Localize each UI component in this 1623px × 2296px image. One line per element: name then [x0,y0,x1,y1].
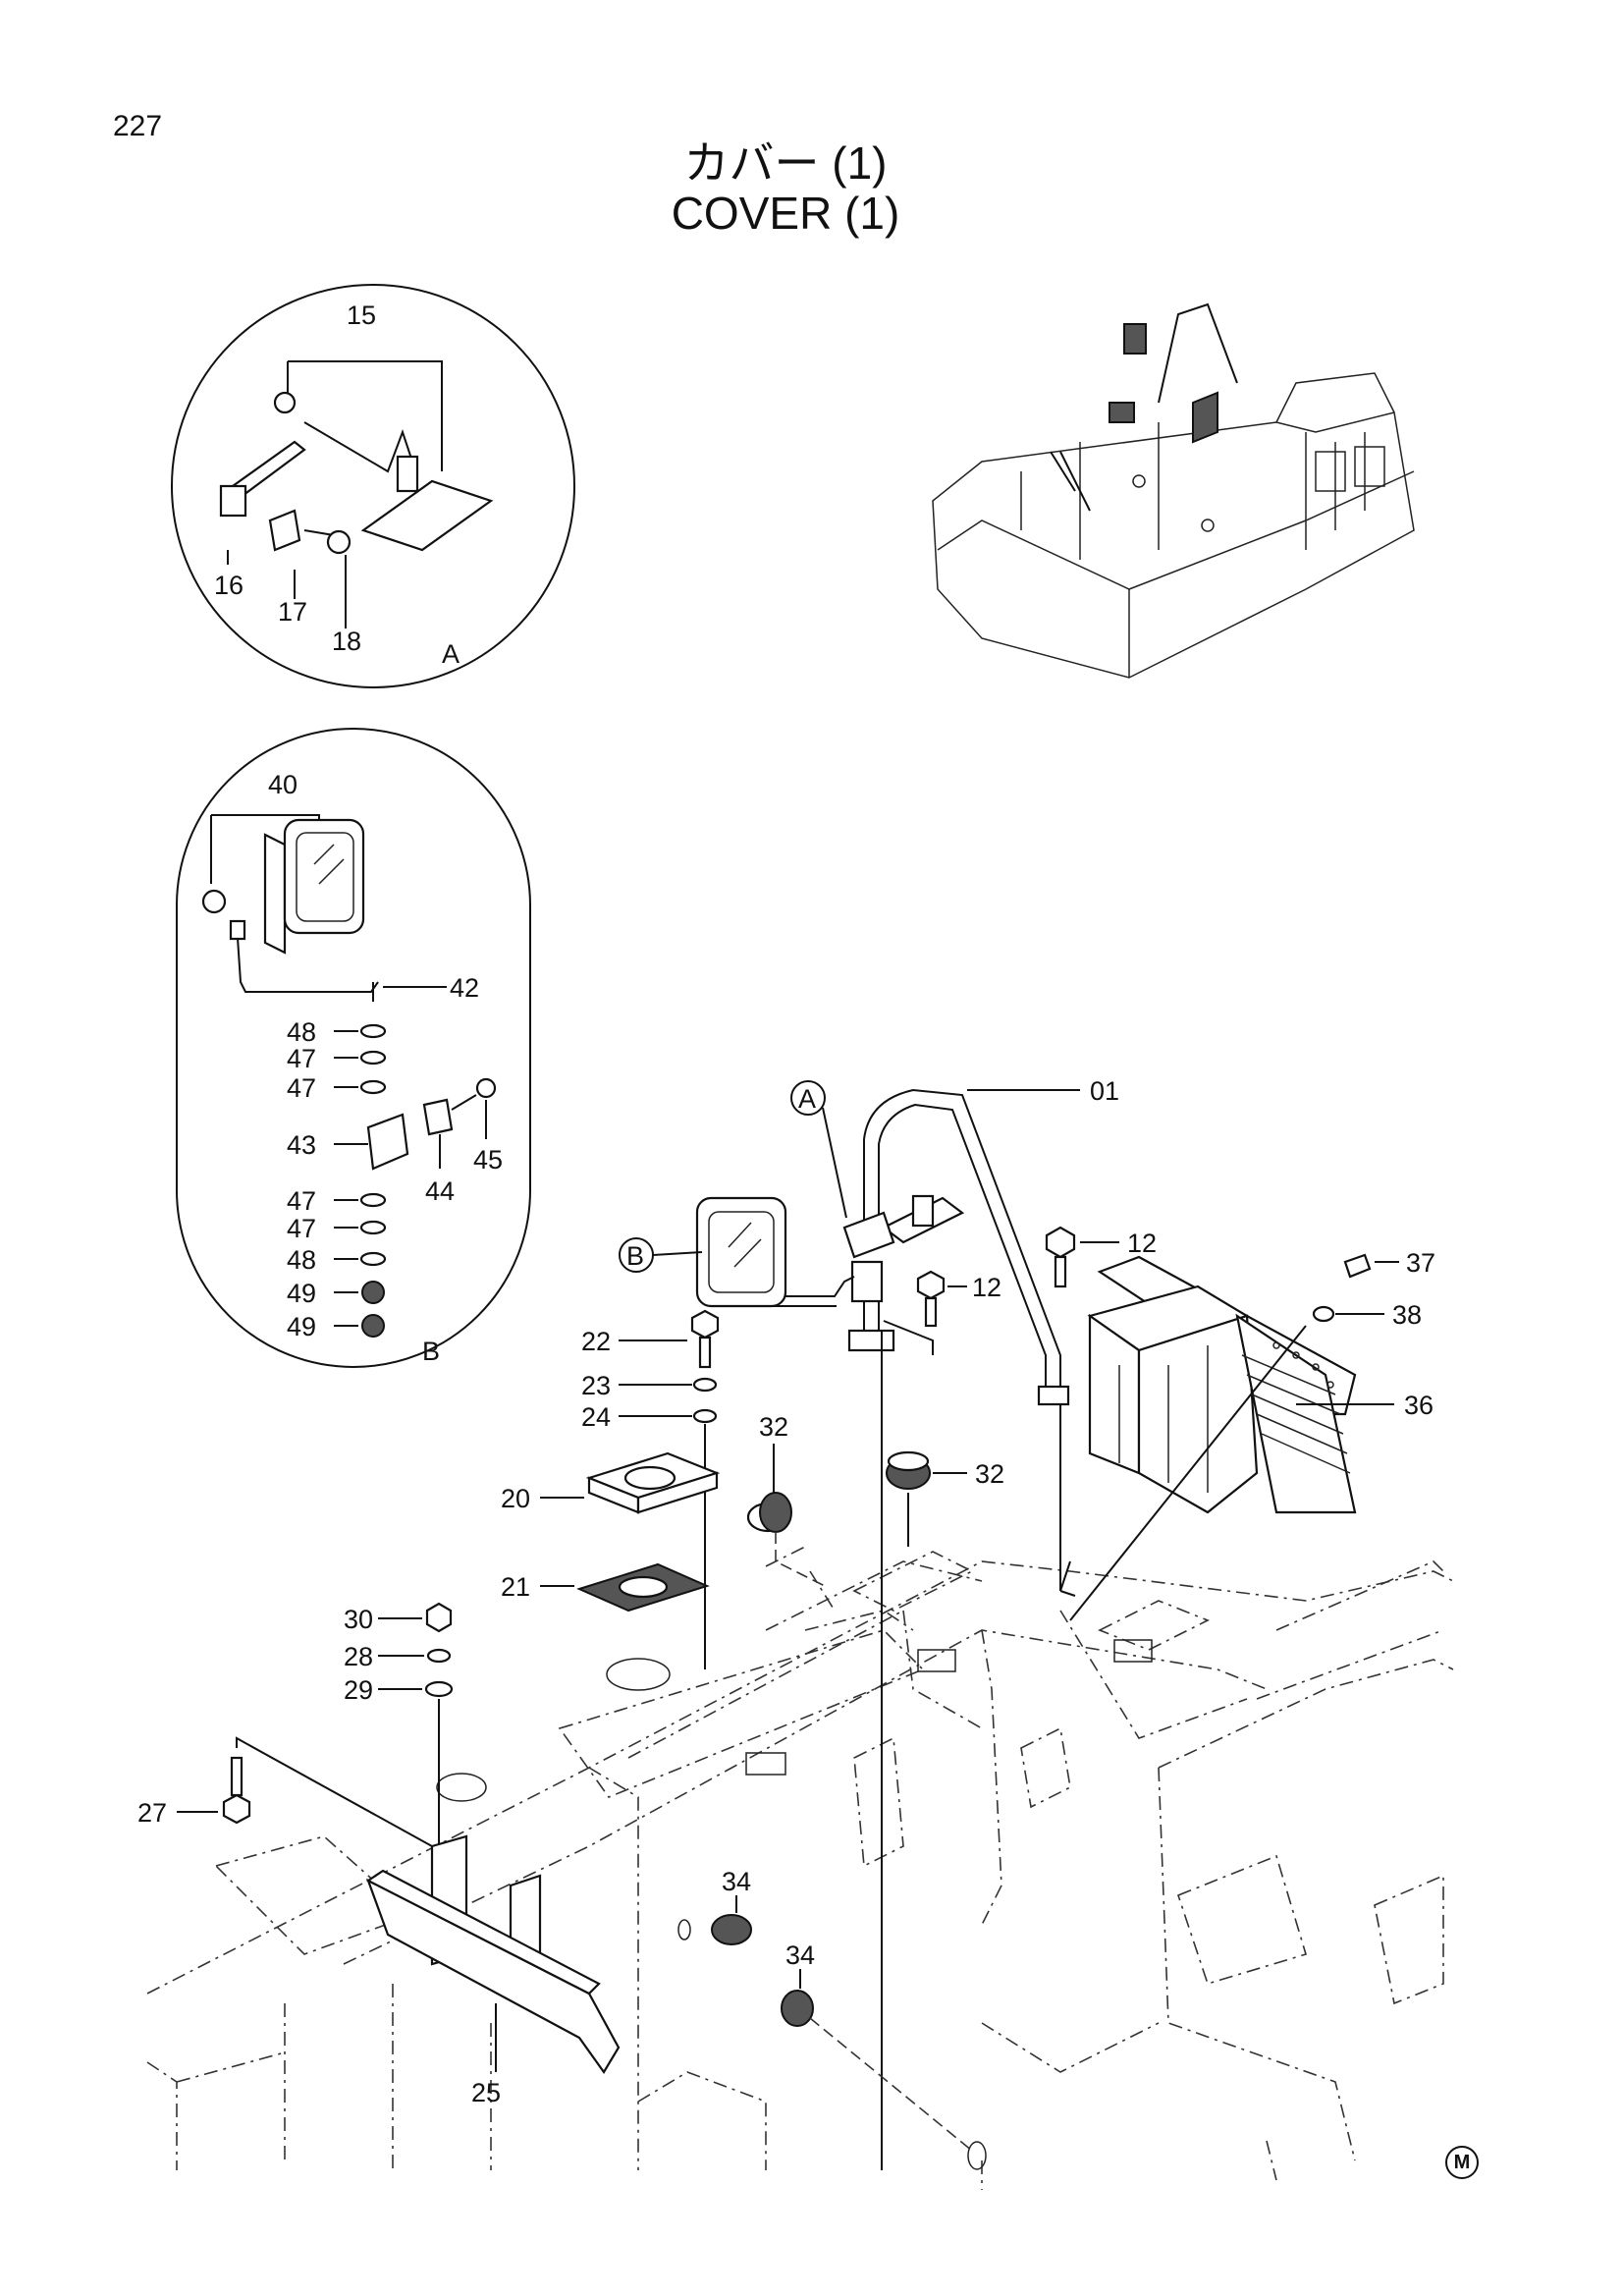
step-assembly-36: 36 37 38 [1069,1248,1435,1621]
callout-b-letter: B [626,1241,644,1271]
main-part-label: 38 [1392,1300,1422,1330]
mounts-32: 32 32 [746,1412,1004,1587]
detail-a: 15 16 17 18 A [171,284,575,688]
cover-25-bolt-27: 27 25 [137,1736,621,2107]
detail-b-part-label: 40 [268,770,298,799]
main-part-label: 24 [581,1402,611,1432]
callout-b: B [619,1237,703,1273]
detail-b-part-label: 44 [425,1176,455,1206]
detail-a-part-label: 18 [332,627,361,656]
callout-a: A [790,1080,847,1219]
detail-b-part-label: 48 [287,1245,316,1275]
detail-a-part-label: 16 [214,571,243,600]
detail-b-part-label: 49 [287,1279,316,1308]
main-part-label: 32 [975,1459,1004,1489]
page-number: 227 [113,110,163,142]
main-part-label: 28 [344,1642,373,1671]
bolts-12: 12 12 [916,1226,1157,1328]
detail-b-part-label: 47 [287,1186,316,1216]
callout-a-letter: A [798,1084,816,1114]
bolt-washers-22-24: 22 23 24 [581,1309,720,1669]
main-part-label: 29 [344,1675,373,1705]
washer-stack-upper [359,1023,387,1095]
page-title-japanese: カバー (1) [683,137,888,189]
detail-b-part-label: 47 [287,1214,316,1243]
main-part-label: 32 [759,1412,788,1442]
detail-b-part-label: 47 [287,1044,316,1073]
main-part-label: 30 [344,1605,373,1634]
plugs-34: 34 34 [677,1867,987,2170]
main-part-label: 36 [1404,1391,1434,1420]
main-part-label: 23 [581,1371,611,1400]
detail-b-part-label: 48 [287,1017,316,1047]
main-part-label: 01 [1090,1076,1119,1106]
page-title-english: COVER (1) [671,188,900,239]
detail-b-part-label: 43 [287,1130,316,1160]
detail-b-label: B [422,1337,440,1366]
machine-body [146,1546,1454,2190]
plates-20-21: 20 21 [501,1451,721,1613]
main-part-label: 25 [471,2078,501,2107]
detail-a-part-label: 17 [278,597,307,627]
main-part-label: 37 [1406,1248,1435,1278]
main-part-label: 12 [1127,1229,1157,1258]
main-part-label: 27 [137,1798,167,1828]
detail-b-part-label: 42 [450,973,479,1003]
detail-b-part-label: 45 [473,1145,503,1175]
detail-b-part-label: 47 [287,1073,316,1103]
main-part-label: 12 [972,1273,1001,1302]
main-part-label: 20 [501,1484,530,1513]
detail-a-part-label: 15 [347,301,376,330]
detail-a-label: A [442,639,460,669]
main-part-label: 22 [581,1327,611,1356]
main-part-label: 34 [722,1867,751,1896]
detail-b-part-label: 49 [287,1312,316,1341]
corner-mark: M [1445,2146,1479,2179]
main-part-label: 21 [501,1572,530,1602]
main-part-label: 34 [785,1941,815,1970]
detail-b: 40 42 48 47 47 43 44 45 47 47 48 49 49 B [176,728,531,1368]
washer-stack-lower [359,1192,387,1338]
nut-washers-28-30: 30 28 29 [344,1602,454,1846]
machine-overview [932,302,1415,679]
